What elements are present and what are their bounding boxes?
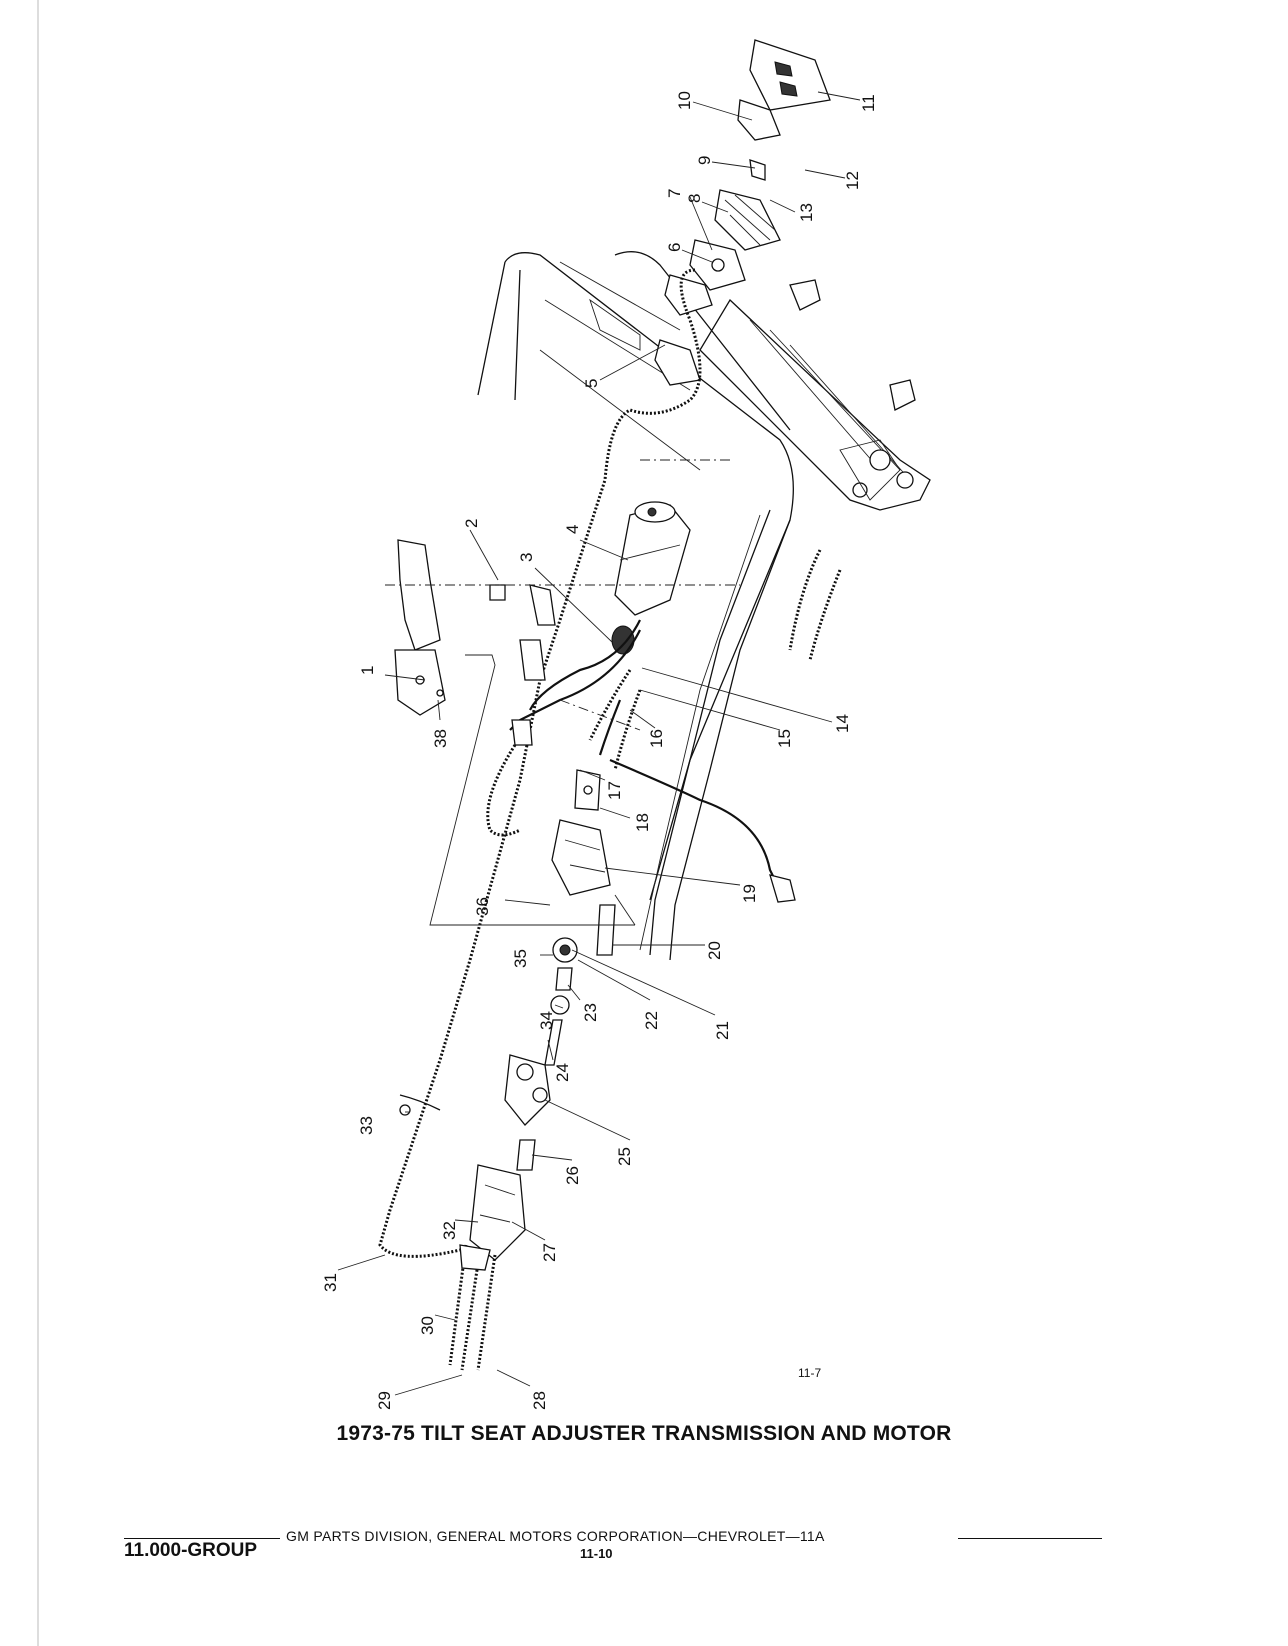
callout-32: 32 bbox=[440, 1221, 459, 1240]
callout-19: 19 bbox=[740, 884, 759, 903]
callout-15: 15 bbox=[775, 729, 794, 748]
callout-27: 27 bbox=[540, 1243, 559, 1262]
callout-31: 31 bbox=[321, 1273, 340, 1292]
callout-7: 7 bbox=[665, 189, 684, 198]
callout-1: 1 bbox=[358, 666, 377, 675]
footer-rule-left bbox=[124, 1538, 280, 1539]
callout-21: 21 bbox=[713, 1021, 732, 1040]
centerlines bbox=[385, 459, 740, 731]
callout-11: 11 bbox=[859, 94, 878, 112]
motor bbox=[611, 501, 691, 655]
callout-30: 30 bbox=[418, 1316, 437, 1335]
callout-14: 14 bbox=[833, 714, 852, 733]
leader-lines bbox=[337, 91, 861, 1396]
seat-frame bbox=[477, 251, 794, 961]
callout-36: 36 bbox=[473, 897, 492, 916]
drive-cables bbox=[588, 549, 842, 771]
callout-29: 29 bbox=[375, 1391, 394, 1410]
callout-4: 4 bbox=[563, 525, 582, 534]
switch-assembly bbox=[654, 39, 831, 386]
output-cables bbox=[399, 1094, 497, 1371]
callout-16: 16 bbox=[647, 729, 666, 748]
callout-25: 25 bbox=[615, 1147, 634, 1166]
callout-labels: 1 2 3 4 5 6 7 8 9 10 11 12 13 14 15 16 1… bbox=[321, 91, 878, 1410]
callout-18: 18 bbox=[633, 813, 652, 832]
callout-13: 13 bbox=[797, 203, 816, 222]
callout-9: 9 bbox=[695, 156, 714, 165]
footer-group: 11.000-GROUP bbox=[124, 1540, 258, 1561]
seat-track bbox=[699, 279, 931, 511]
callout-22: 22 bbox=[642, 1011, 661, 1030]
callout-8: 8 bbox=[685, 194, 704, 203]
transmission bbox=[469, 769, 616, 1261]
callout-3: 3 bbox=[517, 553, 536, 562]
callout-38: 38 bbox=[431, 729, 450, 748]
figure-number: 11-7 bbox=[798, 1366, 821, 1380]
figure-caption: 1973-75 TILT SEAT ADJUSTER TRANSMISSION … bbox=[336, 1422, 952, 1445]
wiring-harness bbox=[486, 619, 796, 903]
callout-34: 34 bbox=[537, 1011, 556, 1030]
callout-2: 2 bbox=[462, 519, 481, 528]
callout-6: 6 bbox=[665, 243, 684, 252]
mounting-bracket bbox=[394, 539, 556, 716]
footer-publisher: GM PARTS DIVISION, GENERAL MOTORS CORPOR… bbox=[286, 1528, 825, 1544]
callout-26: 26 bbox=[563, 1166, 582, 1185]
callout-20: 20 bbox=[705, 941, 724, 960]
footer-rule-right bbox=[958, 1538, 1102, 1539]
callout-23: 23 bbox=[581, 1003, 600, 1022]
callout-10: 10 bbox=[675, 91, 694, 110]
callout-33: 33 bbox=[357, 1116, 376, 1135]
callout-12: 12 bbox=[843, 171, 862, 190]
callout-5: 5 bbox=[582, 379, 601, 388]
drive-cable-long bbox=[378, 268, 702, 1258]
callout-28: 28 bbox=[530, 1391, 549, 1410]
callout-17: 17 bbox=[605, 781, 624, 800]
bracket-reference bbox=[429, 654, 636, 926]
callout-35: 35 bbox=[511, 949, 530, 968]
callout-24: 24 bbox=[553, 1063, 572, 1082]
footer-page-number: 11-10 bbox=[580, 1546, 613, 1561]
